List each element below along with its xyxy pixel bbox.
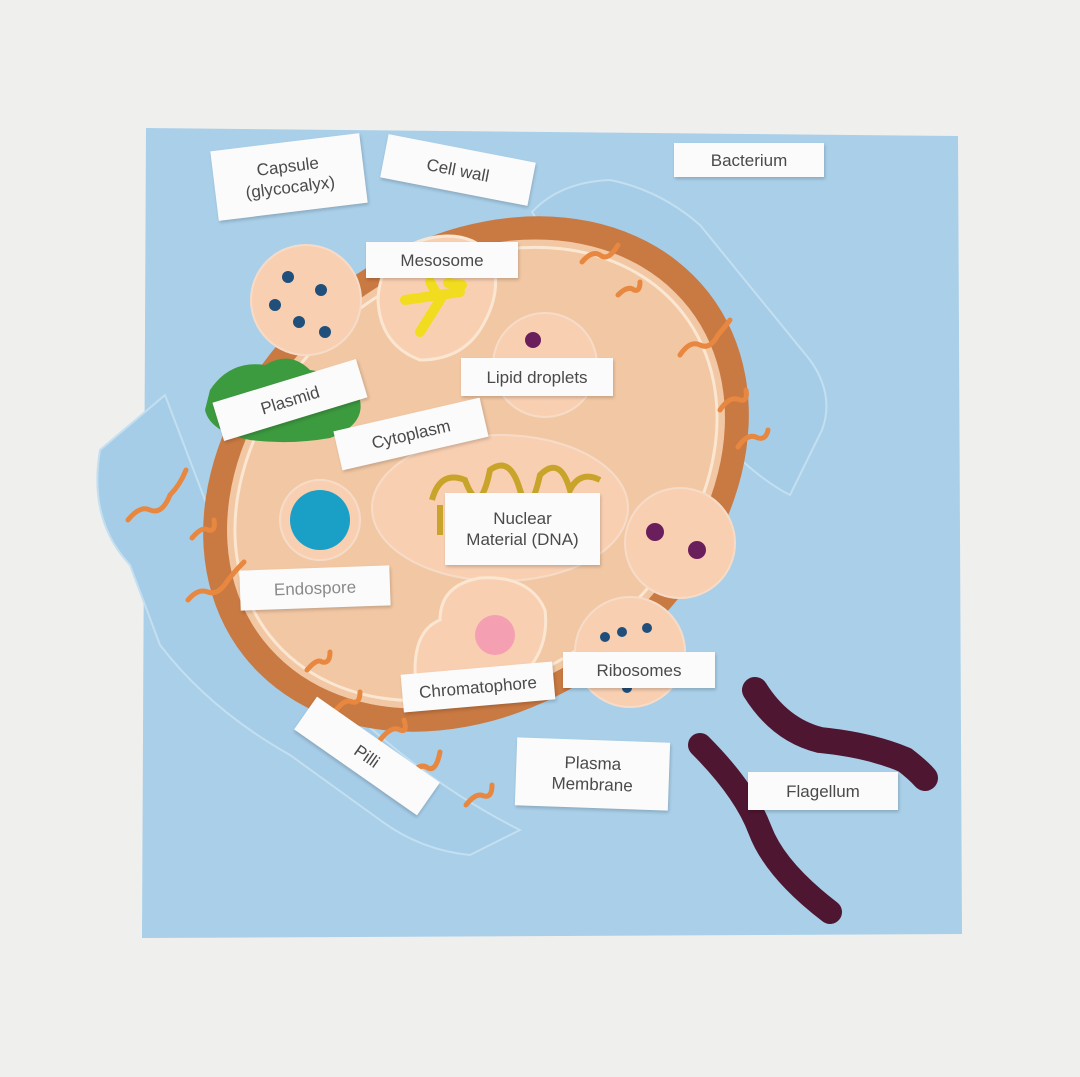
plasma-membrane-label: Plasma Membrane	[514, 737, 671, 811]
pili-group	[125, 242, 771, 808]
endospore-core	[290, 490, 350, 550]
lipid-droplets-label: Lipid droplets	[461, 358, 613, 396]
nuclear-material-label: Nuclear Material (DNA)	[445, 493, 600, 565]
flagellum-label: Flagellum	[748, 772, 898, 810]
ribosome-dots-top	[269, 271, 331, 338]
chromatophore-dot	[475, 615, 515, 655]
mesosome-thread	[400, 277, 467, 337]
lipid-droplet-right	[624, 487, 736, 599]
bacterium-label: Bacterium	[674, 143, 824, 177]
flagellum-1	[742, 677, 938, 791]
mesosome-label: Mesosome	[366, 242, 518, 278]
endospore-label: Endospore	[239, 565, 391, 611]
ribosomes-label: Ribosomes	[563, 652, 715, 688]
lipid-dot	[525, 332, 541, 348]
lipid-dots-right	[646, 523, 706, 559]
dna-thread	[429, 462, 602, 535]
flagellum-2	[688, 733, 842, 924]
ribosome-cluster-top	[250, 244, 362, 356]
